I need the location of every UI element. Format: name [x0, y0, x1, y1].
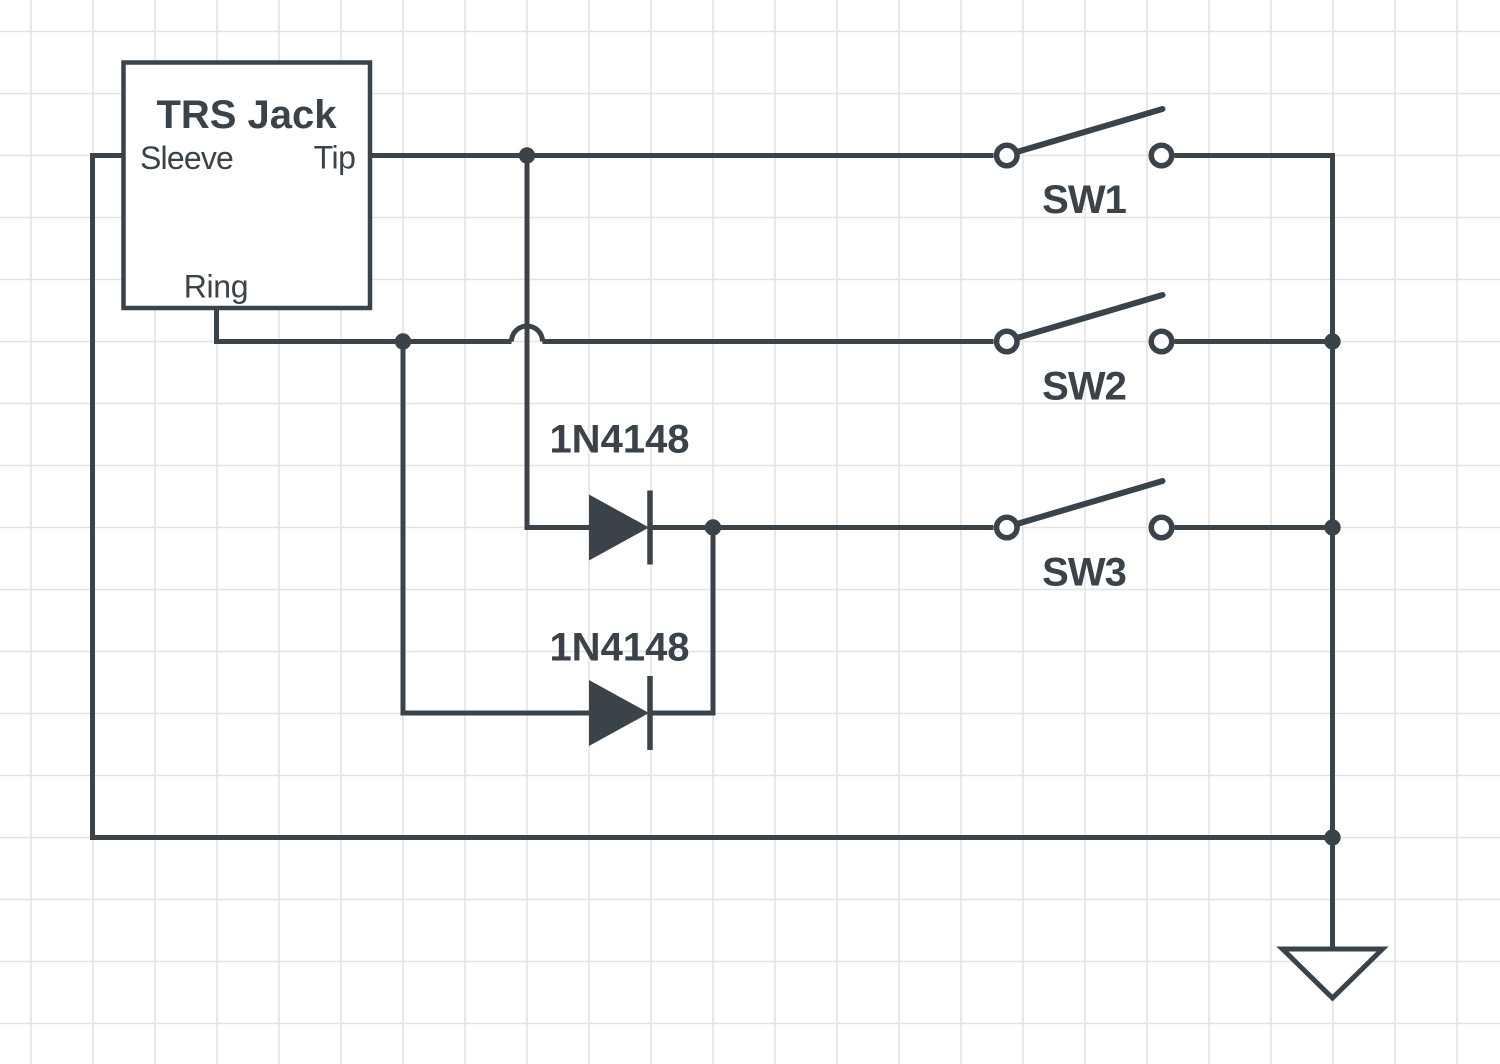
- svg-text:1N4148: 1N4148: [549, 418, 689, 462]
- svg-text:1N4148: 1N4148: [549, 626, 689, 670]
- svg-text:Tip: Tip: [314, 140, 356, 176]
- svg-text:SW3: SW3: [1042, 551, 1126, 595]
- svg-text:SW2: SW2: [1042, 365, 1126, 409]
- svg-text:Ring: Ring: [184, 269, 249, 305]
- svg-text:SW1: SW1: [1042, 178, 1126, 222]
- svg-text:TRS Jack: TRS Jack: [156, 93, 337, 137]
- svg-text:Sleeve: Sleeve: [140, 140, 233, 176]
